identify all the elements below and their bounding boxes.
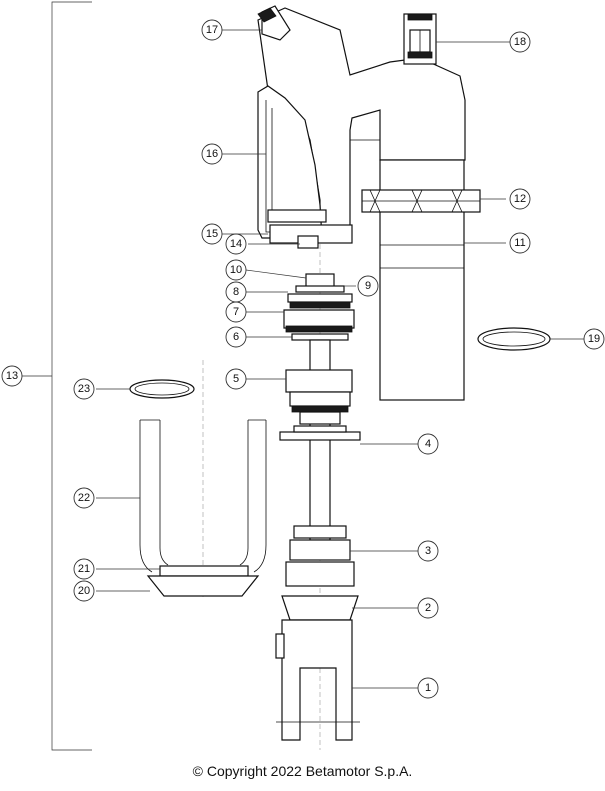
- svg-text:9: 9: [365, 280, 371, 292]
- callout-23: 23: [73, 378, 95, 400]
- preload-ring-nut: [361, 189, 481, 213]
- svg-text:21: 21: [78, 563, 90, 575]
- svg-text:3: 3: [425, 545, 431, 557]
- dust-cap-ring: [159, 565, 249, 577]
- svg-text:11: 11: [514, 237, 525, 249]
- svg-text:19: 19: [588, 333, 600, 345]
- svg-text:2: 2: [425, 602, 431, 614]
- callout-18: 18: [509, 31, 531, 53]
- callout-22: 22: [73, 487, 95, 509]
- o-ring-19: [477, 327, 551, 351]
- seal-head: [285, 369, 353, 425]
- washer-9: [295, 285, 345, 293]
- svg-text:4: 4: [425, 438, 431, 450]
- callout-15: 15: [201, 223, 223, 245]
- svg-text:23: 23: [78, 383, 90, 395]
- svg-text:8: 8: [233, 286, 239, 298]
- callout-14: 14: [225, 233, 247, 255]
- svg-text:7: 7: [233, 306, 239, 318]
- callout-12: 12: [509, 188, 531, 210]
- bump-stop: [285, 525, 355, 587]
- assembly-bracket: [22, 1, 92, 751]
- callout-19: 19: [583, 328, 605, 350]
- callout-6: 6: [225, 326, 247, 348]
- callout-8: 8: [225, 281, 247, 303]
- svg-text:16: 16: [206, 148, 218, 160]
- callout-13: 13: [1, 365, 23, 387]
- callout-11: 11: [509, 232, 531, 254]
- callout-9: 9: [357, 275, 379, 297]
- lower-spring-plate: [281, 595, 359, 621]
- svg-text:5: 5: [233, 373, 239, 385]
- callout-7: 7: [225, 301, 247, 323]
- copyright-notice: © Copyright 2022 Betamotor S.p.A.: [192, 763, 413, 779]
- o-ring-23: [129, 379, 195, 399]
- lower-clevis: [275, 619, 360, 741]
- svg-text:18: 18: [514, 36, 526, 48]
- callout-16: 16: [201, 143, 223, 165]
- callout-3: 3: [417, 540, 439, 562]
- svg-text:10: 10: [230, 264, 242, 276]
- svg-text:14: 14: [230, 238, 242, 250]
- callout-20: 20: [73, 580, 95, 602]
- dust-cap: [146, 575, 260, 597]
- svg-text:1: 1: [425, 682, 431, 694]
- svg-text:6: 6: [233, 331, 239, 343]
- svg-text:15: 15: [206, 228, 218, 240]
- washer-8: [287, 293, 353, 303]
- piston: [283, 301, 355, 333]
- top-eye: [403, 13, 437, 65]
- svg-text:13: 13: [6, 370, 18, 382]
- callout-10: 10: [225, 259, 247, 281]
- shim-6: [291, 333, 349, 341]
- shock-head-body: [257, 7, 466, 249]
- callout-4: 4: [417, 433, 439, 455]
- callout-21: 21: [73, 558, 95, 580]
- svg-text:17: 17: [206, 24, 218, 36]
- svg-text:12: 12: [514, 193, 526, 205]
- callout-5: 5: [225, 368, 247, 390]
- svg-text:22: 22: [78, 492, 90, 504]
- callout-2: 2: [417, 597, 439, 619]
- callout-1: 1: [417, 677, 439, 699]
- callout-17: 17: [201, 19, 223, 41]
- dust-cover: [139, 419, 267, 573]
- svg-text:20: 20: [78, 585, 90, 597]
- collar-4: [279, 425, 361, 441]
